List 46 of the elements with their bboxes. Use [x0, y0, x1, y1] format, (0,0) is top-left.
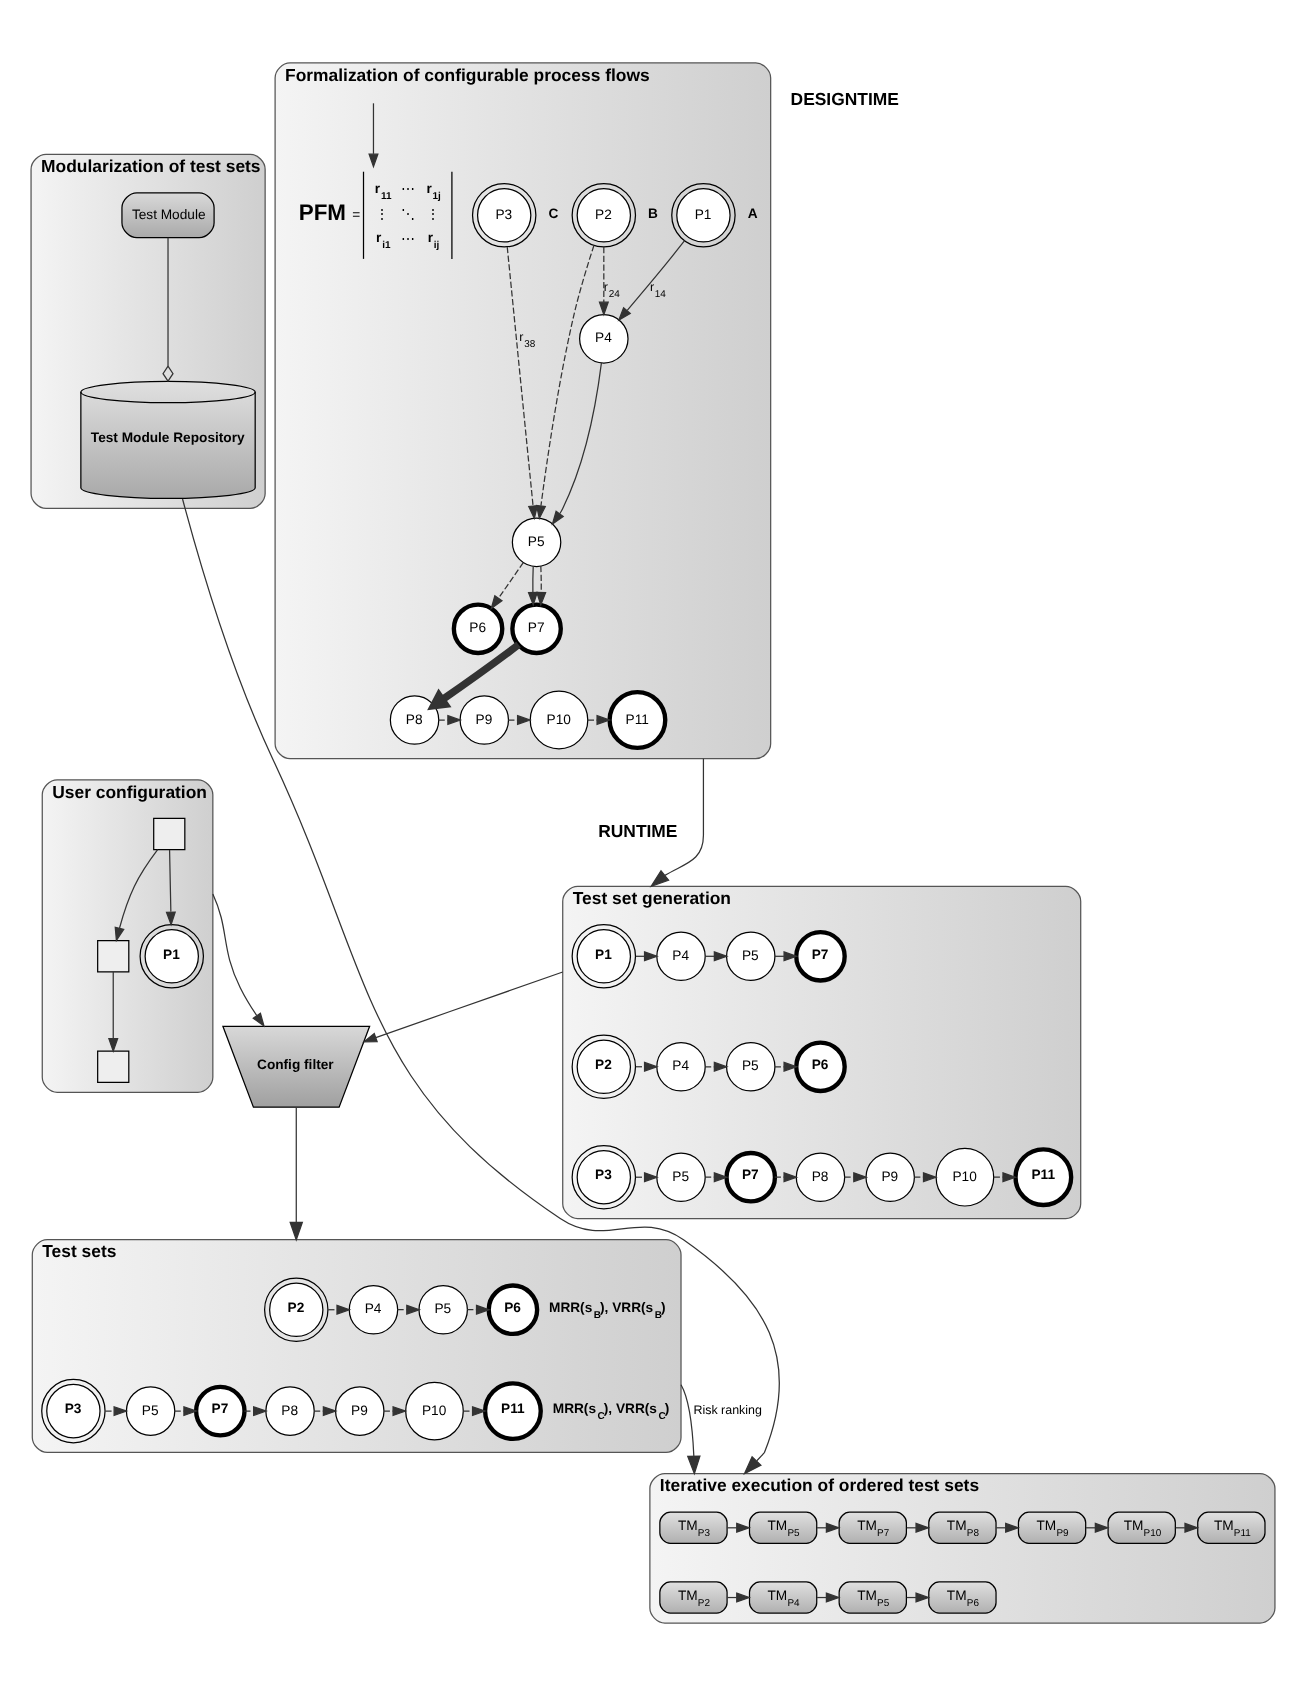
arrow: [506, 246, 539, 521]
arrow: [181, 498, 780, 1475]
arrow: [617, 240, 686, 322]
arrow: [774, 1061, 799, 1072]
arrow: [913, 1171, 938, 1183]
arrow: [396, 1304, 422, 1315]
arrow: [173, 1405, 199, 1417]
arrow: [507, 714, 532, 726]
arrow: [535, 244, 595, 521]
arrow: [243, 1405, 268, 1417]
arrow: [704, 1171, 729, 1183]
arrow: [466, 1304, 491, 1315]
arrow: [490, 562, 524, 611]
arrow: [313, 1405, 338, 1417]
arrow: [108, 971, 119, 1054]
arrow: [165, 849, 177, 927]
label: RUNTIME: [598, 821, 678, 842]
arrow: [587, 714, 612, 726]
connector: [162, 237, 174, 383]
arrow: [774, 1171, 799, 1183]
arrow: [462, 1405, 487, 1417]
arrow: [289, 1107, 304, 1242]
arrow: [437, 714, 463, 726]
arrow: [635, 1061, 659, 1072]
arrow: [635, 1171, 659, 1183]
arrow: [427, 641, 521, 711]
arrow: [535, 565, 547, 607]
arrow: [104, 1405, 129, 1417]
arrow: [527, 565, 539, 607]
arrow: [649, 758, 705, 888]
arrow: [680, 1384, 701, 1476]
arrow: [383, 1405, 408, 1417]
arrow: [598, 246, 610, 317]
node-box: [97, 1050, 130, 1083]
label: DESIGNTIME: [790, 89, 899, 110]
arrow: [843, 1171, 869, 1183]
arrow: [212, 893, 266, 1028]
node-box: [97, 940, 130, 973]
arrow: [114, 849, 159, 943]
arrow: [551, 362, 603, 526]
node-box: [153, 817, 186, 851]
arrow: [704, 1061, 729, 1072]
arrow: [993, 1171, 1018, 1183]
arrow: [368, 102, 379, 169]
arrow: [362, 971, 564, 1043]
arrow: [327, 1304, 352, 1315]
